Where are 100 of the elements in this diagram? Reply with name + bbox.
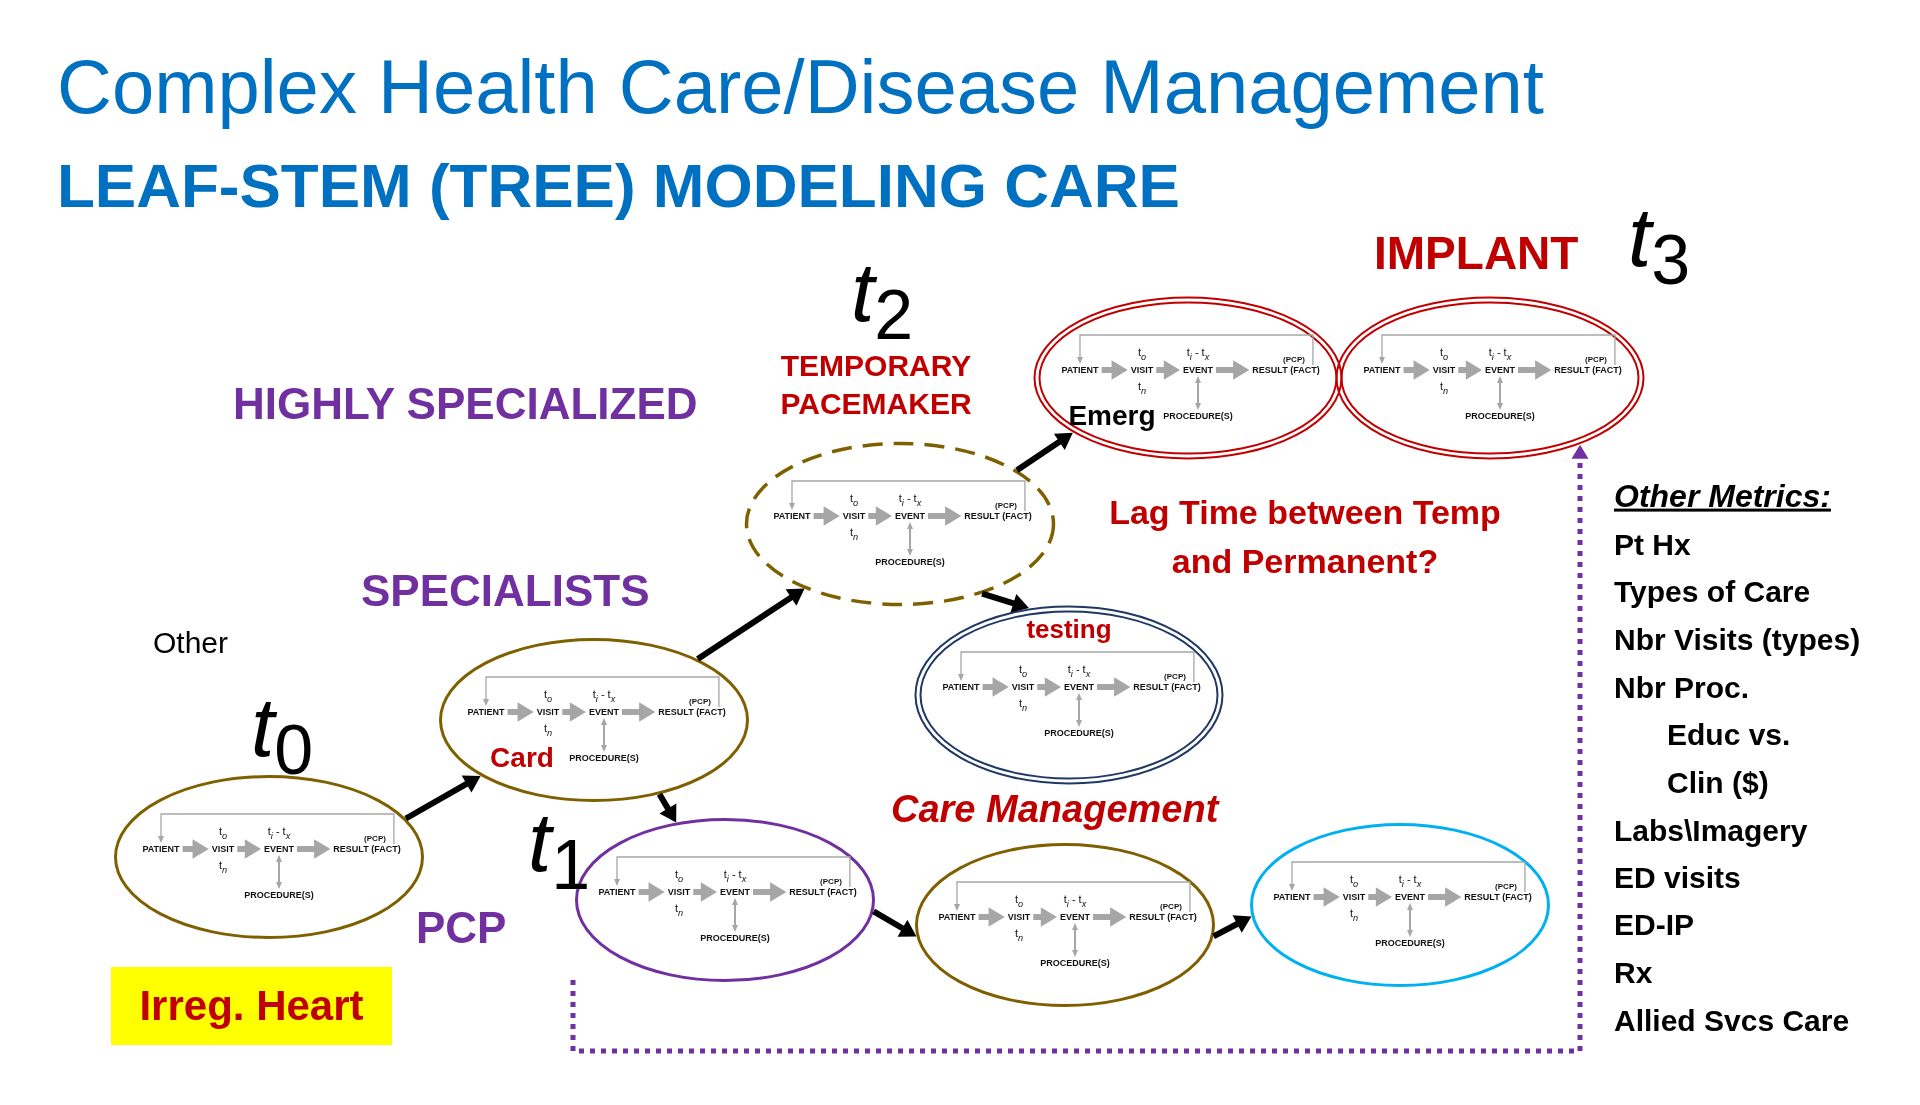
step-label: PROCEDURE(S) (1040, 958, 1110, 968)
block-arrow (978, 907, 1005, 927)
arrow (1015, 432, 1073, 473)
arrow (404, 775, 481, 822)
ellipse-label: Emerg (1068, 400, 1156, 432)
step-label: RESULT (FACT) (1133, 682, 1201, 692)
step-label: PATIENT (773, 511, 811, 521)
step-label: RESULT (FACT) (333, 844, 401, 854)
double-arrow (1407, 903, 1413, 937)
annotation-label: t$_{n}$ (1018, 697, 1028, 713)
step-label: PATIENT (467, 707, 505, 717)
double-arrow (601, 718, 607, 752)
metrics-heading: Other Metrics: (1614, 477, 1831, 515)
block-arrow (507, 702, 534, 722)
annotation-label: (PCP) (1164, 671, 1186, 681)
step-label: PATIENT (1363, 365, 1401, 375)
annotation-label: t$_{i}$ - t$_{x}$ (1063, 893, 1087, 909)
step-label: RESULT (FACT) (1554, 365, 1622, 375)
annotation-label: t$_{n}$ (674, 902, 684, 918)
metric-item: ED visits (1614, 860, 1741, 896)
block-arrow (1101, 360, 1128, 380)
feedback-arrow (483, 676, 720, 708)
annotation-label: t$_{i}$ - t$_{x}$ (1067, 663, 1091, 679)
metric-item: Educ vs. (1667, 717, 1791, 753)
step-label: VISIT (1007, 912, 1031, 922)
annotation-label: (PCP) (1495, 881, 1517, 891)
block-arrow (1458, 360, 1482, 380)
double-arrow (1076, 693, 1082, 727)
step-label: PROCEDURE(S) (569, 753, 639, 763)
annotation-label: t$_{o}$ (849, 492, 859, 508)
double-arrow (732, 898, 738, 932)
annotation-label: (PCP) (995, 500, 1017, 510)
annotation-label: t$_{n}$ (543, 722, 553, 738)
block-arrow (562, 702, 586, 722)
annotation-label: (PCP) (689, 696, 711, 706)
annotation-label: t$_{i}$ - t$_{x}$ (1398, 873, 1422, 889)
stage-ellipse (914, 605, 1224, 785)
arrow (872, 908, 917, 937)
block-arrow (297, 839, 331, 859)
arrow (696, 588, 805, 662)
step-label: VISIT (1011, 682, 1035, 692)
step-label: PROCEDURE(S) (244, 890, 314, 900)
step-label: VISIT (842, 511, 866, 521)
block-arrow (1216, 360, 1250, 380)
step-label: VISIT (536, 707, 560, 717)
block-arrow (693, 882, 717, 902)
ellipse-label: Card (490, 742, 554, 774)
metric-item: Clin ($) (1667, 765, 1769, 801)
annotation-label: t$_{i}$ - t$_{x}$ (898, 492, 922, 508)
annotation-label: (PCP) (1160, 901, 1182, 911)
step-label: RESULT (FACT) (658, 707, 726, 717)
stage-ellipse (439, 638, 749, 802)
annotation-label: t$_{n}$ (849, 526, 859, 542)
feedback-arrow (1289, 861, 1526, 893)
block-arrow (1368, 887, 1392, 907)
annotation-label: t$_{n}$ (1439, 380, 1449, 396)
double-arrow (1195, 376, 1201, 410)
step-label: EVENT (1485, 365, 1515, 375)
title: Complex Health Care/Disease Management (57, 43, 1544, 131)
feedback-arrow (1077, 334, 1314, 366)
step-label: EVENT (1060, 912, 1090, 922)
annotation-label: t$_{i}$ - t$_{x}$ (723, 868, 747, 884)
annotation-label: t$_{n}$ (218, 859, 228, 875)
step-label: EVENT (1395, 892, 1425, 902)
annotation-label: t$_{n}$ (1014, 927, 1024, 943)
step-label: RESULT (FACT) (1129, 912, 1197, 922)
arrow (1212, 915, 1252, 940)
highlight-label: Irreg. Heart (111, 967, 392, 1045)
double-arrow (1072, 923, 1078, 957)
dotted-arrow (570, 444, 1589, 1054)
step-label: EVENT (1183, 365, 1213, 375)
feedback-arrow (158, 813, 395, 845)
annotation-label: t$_{o}$ (1014, 893, 1024, 909)
block-arrow (1428, 887, 1462, 907)
block-arrow (1093, 907, 1127, 927)
step-label: PATIENT (1061, 365, 1099, 375)
note: Other (153, 625, 229, 661)
block-arrow (1313, 887, 1340, 907)
step-label: RESULT (FACT) (964, 511, 1032, 521)
block-arrow (982, 677, 1009, 697)
step-label: PROCEDURE(S) (875, 557, 945, 567)
annotation-label: t$_{o}$ (218, 825, 228, 841)
annotation-label: t$_{o}$ (1137, 346, 1147, 362)
step-label: VISIT (211, 844, 235, 854)
tier-label: PCP (416, 902, 507, 954)
step-label: PROCEDURE(S) (1044, 728, 1114, 738)
step-label: VISIT (1130, 365, 1154, 375)
annotation-label: t$_{i}$ - t$_{x}$ (592, 688, 616, 704)
stage-ellipse (1335, 296, 1645, 460)
block-arrow (622, 702, 656, 722)
annotation-label: t$_{n}$ (1349, 907, 1359, 923)
double-arrow (276, 855, 282, 889)
tier-label: SPECIALISTS (361, 565, 650, 617)
annotation-label: (PCP) (364, 833, 386, 843)
block-arrow (753, 882, 787, 902)
time-label: t$_{0}$ (251, 679, 314, 791)
block-arrow (1518, 360, 1552, 380)
feedback-arrow (614, 856, 851, 888)
time-label: t$_{1}$ (528, 794, 591, 906)
block-arrow (813, 506, 840, 526)
